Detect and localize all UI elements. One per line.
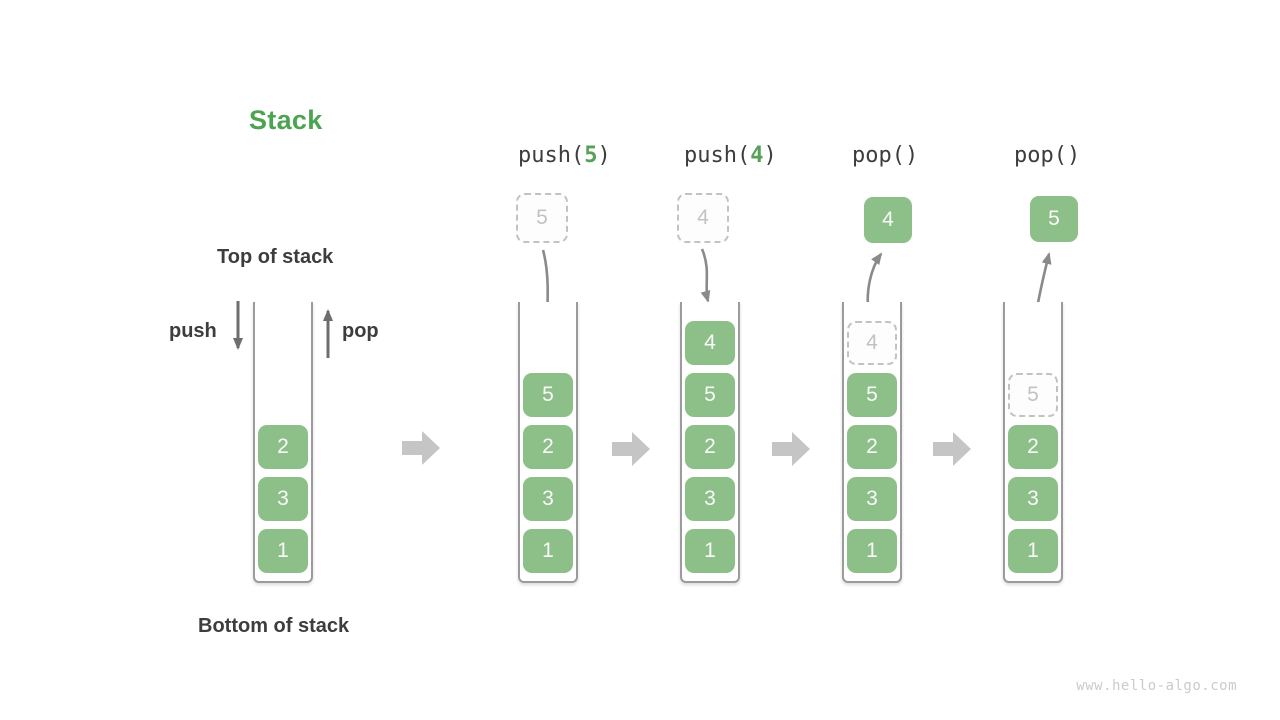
operation-label-pop-first: pop() (852, 143, 918, 168)
stack-item-push-4-4: 4 (685, 321, 735, 365)
stack-item-pop-first-2: 2 (847, 425, 897, 469)
stack-item-initial-1: 1 (258, 529, 308, 573)
operation-prefix: pop( (852, 143, 905, 168)
floating-item-5: 5 (516, 193, 568, 243)
stack-item-push-5-1: 1 (523, 529, 573, 573)
stack-item-initial-3: 3 (258, 477, 308, 521)
watermark: www.hello-algo.com (1076, 678, 1237, 694)
operation-prefix: pop( (1014, 143, 1067, 168)
operation-label-push-4: push(4) (684, 143, 777, 168)
floating-item-5: 5 (1030, 196, 1078, 242)
operation-suffix: ) (763, 143, 777, 168)
stack-item-push-5-5: 5 (523, 373, 573, 417)
floating-item-4: 4 (864, 197, 912, 243)
stack-item-push-4-1: 1 (685, 529, 735, 573)
operation-arg: 4 (750, 143, 764, 168)
stack-item-pop-second-2: 2 (1008, 425, 1058, 469)
floating-item-4: 4 (677, 193, 729, 243)
stack-item-pop-first-5: 5 (847, 373, 897, 417)
operation-label-pop-second: pop() (1014, 143, 1080, 168)
stack-item-pop-second-5: 5 (1008, 373, 1058, 417)
operation-suffix: ) (904, 143, 919, 168)
operation-suffix: ) (597, 143, 611, 168)
bottom-of-stack-label: Bottom of stack (198, 615, 350, 637)
push-label: push (169, 320, 217, 342)
next-step-arrow-icon (402, 431, 440, 465)
push-4-flow-arrow-icon (700, 248, 711, 303)
stack-item-pop-first-1: 1 (847, 529, 897, 573)
operation-prefix: push( (684, 143, 751, 168)
stack-item-pop-first-3: 3 (847, 477, 897, 521)
operation-suffix: ) (1066, 143, 1081, 168)
top-of-stack-label: Top of stack (217, 246, 334, 268)
stack-item-push-5-2: 2 (523, 425, 573, 469)
next-step-arrow-icon (772, 432, 810, 466)
stack-item-push-5-3: 3 (523, 477, 573, 521)
next-step-arrow-icon (612, 432, 650, 466)
pop-label: pop (342, 320, 379, 342)
stack-item-push-4-2: 2 (685, 425, 735, 469)
page-title: Stack (249, 105, 323, 135)
stack-item-push-4-3: 3 (685, 477, 735, 521)
operation-prefix: push( (518, 143, 585, 168)
stack-item-push-4-5: 5 (685, 373, 735, 417)
stack-item-pop-first-4: 4 (847, 321, 897, 365)
stack-item-initial-2: 2 (258, 425, 308, 469)
operation-label-push-5: push(5) (518, 143, 611, 168)
operation-arg: 5 (584, 143, 598, 168)
stack-item-pop-second-3: 3 (1008, 477, 1058, 521)
next-step-arrow-icon (933, 432, 971, 466)
stack-item-pop-second-1: 1 (1008, 529, 1058, 573)
